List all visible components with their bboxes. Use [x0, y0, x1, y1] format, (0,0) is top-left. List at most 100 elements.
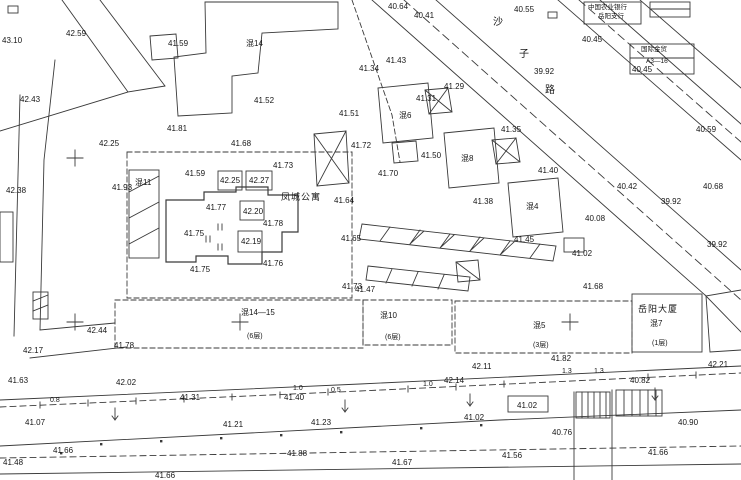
- annotation-label: 中国农业银行: [588, 4, 627, 11]
- floor-note-label: (1层): [652, 340, 668, 347]
- elevation-label: 40.41: [414, 11, 435, 20]
- lamp-post-ticks: [39, 371, 697, 409]
- elevation-label: 41.70: [378, 169, 399, 178]
- place-name-label: 岳阳大厦: [638, 304, 679, 314]
- elevation-label: 42.21: [708, 360, 729, 369]
- elevation-label: 41.48: [3, 458, 24, 467]
- elevation-label: 41.43: [386, 56, 407, 65]
- width-label: 1.3: [562, 368, 572, 375]
- elevation-label: 41.02: [464, 413, 485, 422]
- elevation-label: 41.65: [341, 234, 362, 243]
- elevation-label: 42.19: [241, 237, 262, 246]
- elevation-label: 41.66: [155, 471, 176, 480]
- elevation-label: 42.02: [116, 378, 137, 387]
- elevation-label: 41.88: [287, 449, 308, 458]
- road-name-char: 子: [519, 49, 529, 60]
- elevation-label: 41.68: [231, 139, 252, 148]
- road-name-char: 路: [545, 85, 555, 96]
- building-label: 混11: [135, 178, 152, 187]
- elevation-label: 41.40: [538, 166, 559, 175]
- elevation-label: 39.92: [661, 197, 682, 206]
- road-fence-lines: [0, 372, 741, 459]
- elevation-label: 41.52: [254, 96, 275, 105]
- floor-note-label: (6层): [385, 334, 401, 341]
- dashed-parcel-boundaries: [114, 0, 633, 354]
- elevation-label: 41.78: [263, 219, 284, 228]
- elevation-label: 40.08: [585, 214, 606, 223]
- elevation-label: 40.59: [696, 125, 717, 134]
- elevation-label: 41.76: [263, 259, 284, 268]
- elevation-label: 41.50: [421, 151, 442, 160]
- road-centerlines: [403, 0, 741, 301]
- building-label: 混7: [650, 319, 663, 328]
- benchmark-symbols: [7, 5, 558, 19]
- elevation-label: 41.02: [572, 249, 593, 258]
- elevation-label: 41.02: [517, 401, 538, 410]
- width-label: 0.8: [50, 397, 60, 404]
- road-name-char: 沙: [493, 17, 503, 28]
- elevation-label: 41.40: [284, 393, 305, 402]
- building-label: 混10: [380, 311, 397, 320]
- elevation-label: 41.75: [184, 229, 205, 238]
- elevation-label: 42.14: [444, 376, 465, 385]
- elevation-label: 41.38: [473, 197, 494, 206]
- elevation-label: 42.27: [249, 176, 270, 185]
- elevation-label: 41.93: [112, 183, 133, 192]
- elevation-label: 41.78: [114, 341, 135, 350]
- elevation-label: 42.43: [20, 95, 41, 104]
- elevation-label: 43.10: [2, 36, 23, 45]
- elevation-label: 41.23: [311, 418, 332, 427]
- elevation-label: 41.31: [180, 393, 201, 402]
- elevation-label: 41.77: [206, 203, 227, 212]
- elevation-label: 42.11: [472, 362, 492, 371]
- building-label: 混14: [246, 39, 263, 48]
- elevation-label: 39.92: [707, 240, 728, 249]
- tree-dot-symbols: [60, 424, 483, 455]
- crosswalk-hatching: [575, 389, 663, 419]
- grid-cross-marks: [66, 149, 579, 331]
- building-label: 混5: [533, 321, 546, 330]
- elevation-label: 41.82: [551, 354, 572, 363]
- elevation-label: 42.25: [220, 176, 241, 185]
- elevation-label: 41.73: [342, 282, 363, 291]
- elevation-label: 41.59: [185, 169, 206, 178]
- elevation-label: 39.92: [534, 67, 555, 76]
- building-label: 混4: [526, 202, 539, 211]
- elevation-label: 42.25: [99, 139, 120, 148]
- elevation-label: 41.59: [168, 39, 189, 48]
- elevation-label: 41.56: [502, 451, 523, 460]
- elevation-label: 41.64: [334, 196, 355, 205]
- elevation-label: 41.07: [25, 418, 46, 427]
- annotation-boxes: [507, 1, 695, 413]
- elevation-label: 42.59: [66, 29, 87, 38]
- building-label: 混14—15: [241, 308, 275, 317]
- building-label: 混8: [461, 154, 474, 163]
- elevation-label: 41.21: [223, 420, 244, 429]
- elevation-label: 40.82: [630, 376, 651, 385]
- elevation-label: 40.76: [552, 428, 573, 437]
- elevation-label: 41.45: [514, 235, 535, 244]
- elevation-label: 41.51: [339, 109, 360, 118]
- elevation-label: 41.75: [190, 265, 211, 274]
- elevation-label: 41.47: [355, 285, 376, 294]
- elevation-label: 40.55: [514, 5, 535, 14]
- elevation-label: 42.38: [6, 186, 27, 195]
- floor-note-label: (3层): [533, 342, 549, 349]
- elevation-label: 41.63: [8, 376, 29, 385]
- building-label: 混6: [399, 111, 412, 120]
- building-outlines: [0, 1, 741, 353]
- elevation-label: 40.68: [703, 182, 724, 191]
- annotation-label: 国际金贸: [641, 46, 667, 53]
- elevation-label: 41.67: [392, 458, 413, 467]
- width-label: 1.0: [293, 385, 303, 392]
- elevation-label: 42.17: [23, 346, 44, 355]
- elevation-label: 40.90: [678, 418, 699, 427]
- elevation-label: 41.81: [167, 124, 188, 133]
- annotation-label: 岳阳支行: [598, 13, 624, 20]
- elevation-label: 41.66: [53, 446, 74, 455]
- elevation-label: 42.44: [87, 326, 108, 335]
